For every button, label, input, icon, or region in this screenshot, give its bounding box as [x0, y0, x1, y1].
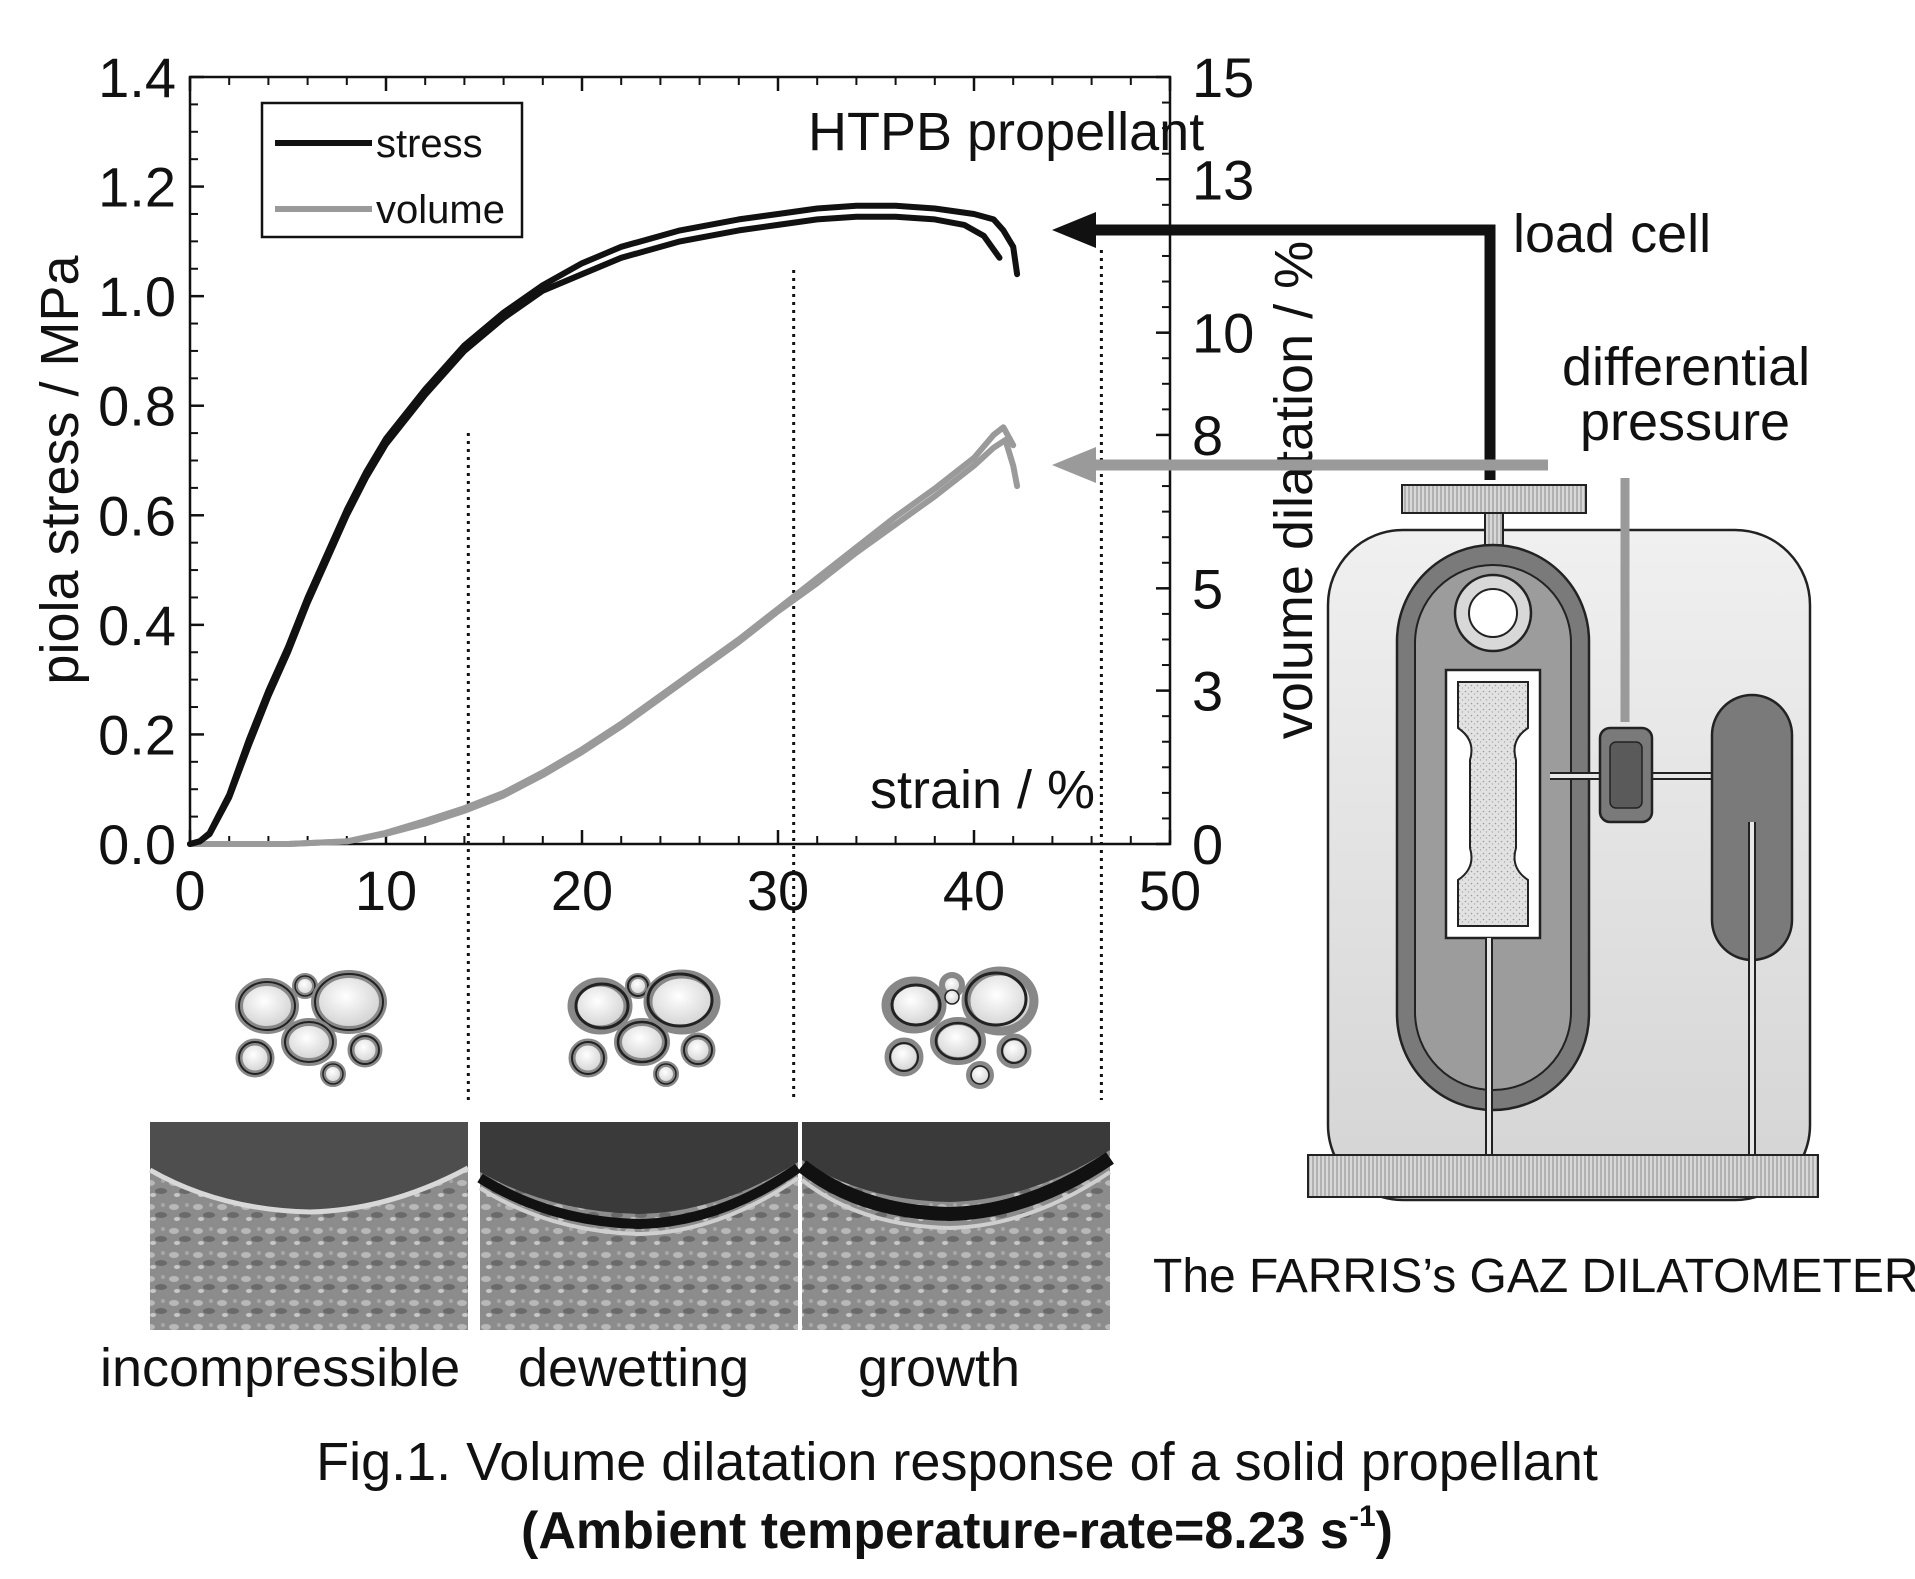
caption-line-2-end: )	[1376, 1502, 1393, 1560]
micrograph-incompressible	[148, 1122, 470, 1330]
series-stress	[187, 213, 1003, 847]
load-cell-label: load cell	[1513, 204, 1711, 264]
chart-title: HTPB propellant	[808, 102, 1204, 162]
caption-line-2-main: (Ambient temperature-rate=8.23 s	[521, 1502, 1349, 1560]
pressure-arrow	[1052, 447, 1548, 483]
x-tick-label: 30	[747, 859, 809, 922]
y-tick-label: 1.0	[98, 265, 176, 328]
stage-markers	[466, 250, 1103, 1100]
dilatometer-label: The FARRIS’s GAZ DILATOMETER	[1153, 1250, 1915, 1303]
dogbone-specimen	[1457, 681, 1529, 927]
bubble-schematic-dewetting	[567, 969, 721, 1087]
legend-box	[260, 101, 524, 239]
legend: stress volume	[260, 101, 524, 239]
y-axis-label: piola stress / MPa	[30, 254, 90, 684]
y2-tick-label: 0	[1192, 813, 1223, 876]
plot-area: 0 10 20 30 40 50 0.0 0.2 0.4 0.6 0.8 1.0 1.2 1.4 0 3 5…	[30, 46, 1324, 1100]
micrograph-growth	[797, 1122, 1114, 1330]
differential-label: differential	[1562, 337, 1810, 397]
pressure-label: pressure	[1580, 392, 1790, 452]
bubble-schematic-growth	[881, 966, 1039, 1089]
y-tick-label: 0.2	[98, 703, 176, 766]
y2-tick-label: 3	[1192, 660, 1223, 723]
y-axis-left: 0.0 0.2 0.4 0.6 0.8 1.0 1.2 1.4	[98, 46, 204, 876]
x-tick-label: 0	[174, 859, 205, 922]
legend-stress-label: stress	[376, 122, 483, 166]
x-tick-label: 40	[943, 859, 1005, 922]
y-tick-label: 0.0	[98, 813, 176, 876]
stage-label-dewetting: dewetting	[518, 1338, 749, 1398]
y-tick-label: 0.6	[98, 484, 176, 547]
series-volume	[187, 424, 1017, 847]
y2-tick-label: 13	[1192, 148, 1254, 211]
caption-line-2-superscript: -1	[1349, 1500, 1376, 1533]
series-lines	[187, 202, 1021, 847]
stage-label-growth: growth	[858, 1338, 1020, 1398]
y2-tick-label: 10	[1192, 302, 1254, 365]
y-axis-right: 0 3 5 8 10 13 15	[1156, 46, 1254, 876]
x-tick-label: 50	[1139, 859, 1201, 922]
y-tick-label: 1.4	[98, 46, 176, 109]
micrograph-dewetting	[477, 1122, 801, 1330]
y2-tick-label: 8	[1192, 404, 1223, 467]
legend-volume-label: volume	[376, 188, 505, 232]
x-axis-label: strain / %	[870, 760, 1095, 820]
caption-line-1: Fig.1. Volume dilatation response of a s…	[316, 1432, 1598, 1492]
y2-axis-label: volume dilatation / %	[1264, 241, 1324, 739]
y-tick-label: 0.4	[98, 594, 176, 657]
load-plate	[1401, 484, 1587, 514]
y2-tick-label: 15	[1192, 46, 1254, 109]
x-tick-label: 10	[355, 859, 417, 922]
grip-ring-inner	[1468, 588, 1518, 638]
y-tick-label: 0.8	[98, 375, 176, 438]
x-axis: 0 10 20 30 40 50	[174, 77, 1201, 922]
y2-tick-label: 5	[1192, 557, 1223, 620]
y-tick-label: 1.2	[98, 156, 176, 219]
caption-line-2: (Ambient temperature-rate=8.23 s-1)	[521, 1500, 1393, 1560]
x-tick-label: 20	[551, 859, 613, 922]
load-cell-arrow	[1052, 212, 1496, 480]
stage-label-incompressible: incompressible	[100, 1338, 460, 1398]
base-plate	[1307, 1154, 1819, 1198]
dilatometer-diagram	[1307, 478, 1819, 1202]
bubble-schematic-incompressible	[235, 970, 387, 1087]
